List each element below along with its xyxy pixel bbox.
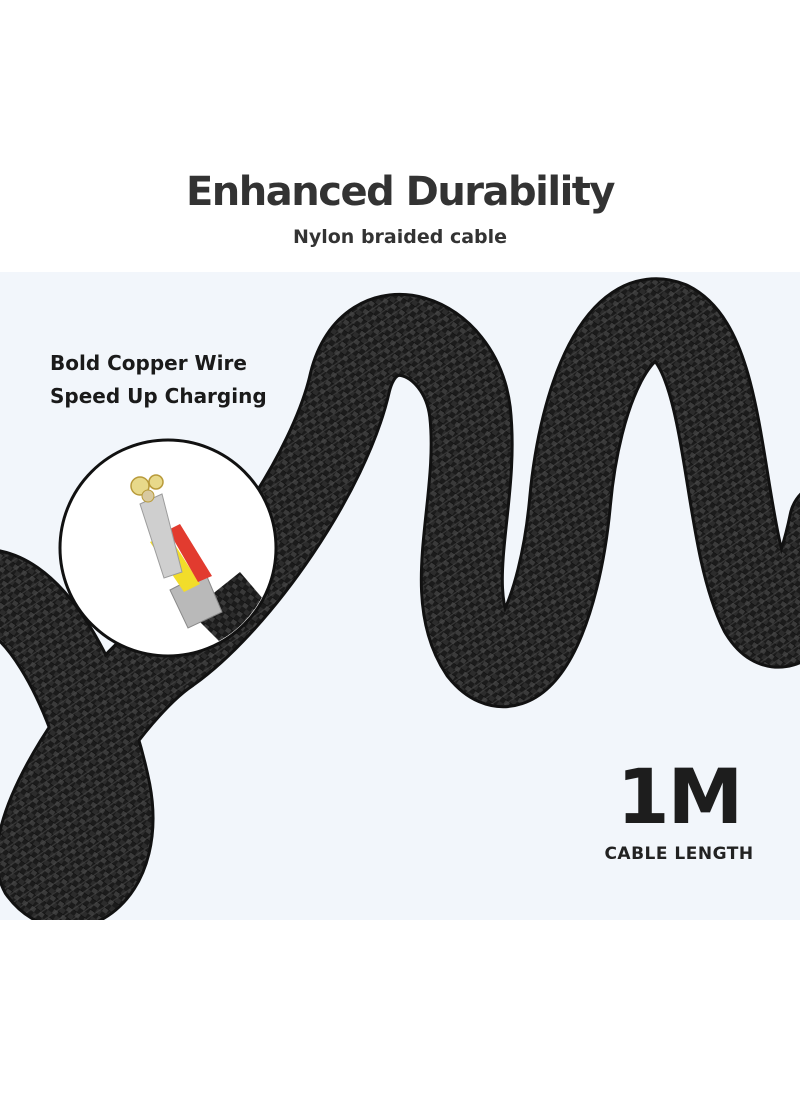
- wire-closeup-lens: [58, 438, 278, 658]
- callout-line-1: Bold Copper Wire: [50, 351, 247, 375]
- callout-line-2: Speed Up Charging: [50, 384, 267, 408]
- feature-callout: Bold Copper Wire Speed Up Charging: [50, 347, 267, 413]
- cable-length-value: 1M: [616, 752, 744, 841]
- cable-scene: Bold Copper Wire Speed Up Charging 1M CA…: [0, 272, 800, 920]
- braided-cable-illustration: [0, 277, 800, 920]
- page-title: Enhanced Durability: [185, 169, 616, 215]
- cable-length-badge: 1M CABLE LENGTH: [594, 752, 764, 866]
- cable: [0, 277, 800, 920]
- cable-length-label: CABLE LENGTH: [604, 844, 754, 864]
- page-subtitle: Nylon braided cable: [292, 226, 508, 248]
- header: Enhanced Durability Nylon braided cable: [0, 160, 800, 250]
